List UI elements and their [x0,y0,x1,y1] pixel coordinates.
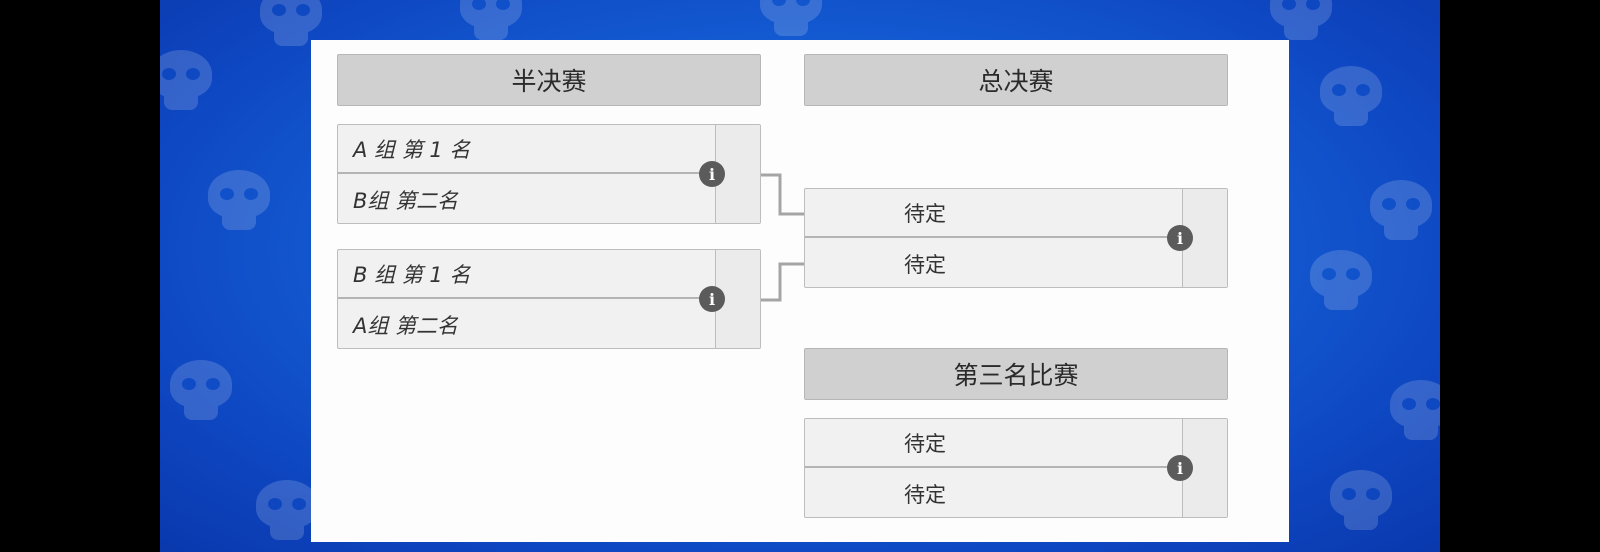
skull-pattern-icon [460,0,522,42]
match-semifinal-2[interactable]: B 组 第 1 名 A组 第二名 [337,249,761,349]
match-final[interactable]: 待定 待定 [804,188,1228,288]
team-slot-third-bottom: 待定 [904,482,946,507]
skull-pattern-icon [208,170,270,232]
match-semifinal-1[interactable]: A 组 第 1 名 B组 第二名 [337,124,761,224]
skull-pattern-icon [170,360,232,422]
skull-pattern-icon [760,0,822,38]
team-slot-final-top: 待定 [805,189,1182,238]
bracket-panel: 半决赛 总决赛 A 组 第 1 名 B组 第二名 B 组 第 1 名 A组 第二… [311,40,1289,542]
info-icon-semi1[interactable]: i [699,161,725,187]
team-slot-final-bottom: 待定 [904,252,946,277]
skull-pattern-icon [1390,380,1440,442]
team-slot-third-top: 待定 [805,419,1182,468]
match-third-place[interactable]: 待定 待定 [804,418,1228,518]
skull-pattern-icon [1370,180,1432,242]
letterbox-left [0,0,160,552]
round-header-final: 总决赛 [804,54,1228,106]
letterbox-right [1440,0,1600,552]
team-slot-semi1-top: A 组 第 1 名 [338,125,715,174]
team-slot-semi2-bottom: A组 第二名 [353,313,459,338]
skull-pattern-icon [160,50,212,112]
round-header-semifinal: 半决赛 [337,54,761,106]
team-slot-semi1-bottom: B组 第二名 [353,188,459,213]
skull-pattern-icon [1320,66,1382,128]
info-icon-final[interactable]: i [1167,225,1193,251]
team-slot-semi2-top: B 组 第 1 名 [338,250,715,299]
info-icon-third[interactable]: i [1167,455,1193,481]
skull-pattern-icon [1310,250,1372,312]
info-icon-semi2[interactable]: i [699,286,725,312]
skull-pattern-icon [260,0,322,48]
round-header-third-place: 第三名比赛 [804,348,1228,400]
skull-pattern-icon [256,480,318,542]
skull-pattern-icon [1270,0,1332,42]
skull-pattern-icon [1330,470,1392,532]
